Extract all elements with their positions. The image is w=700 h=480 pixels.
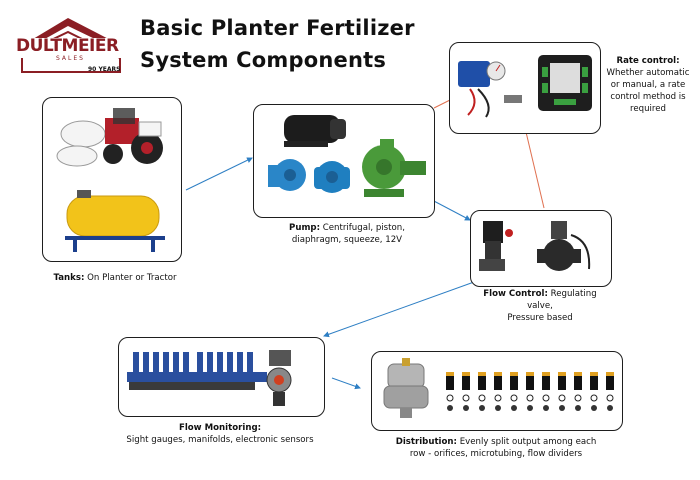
pump-caption: Pump: Centrifugal, piston, diaphragm, sq…: [262, 222, 432, 246]
flow-control-label: Flow Control:: [483, 289, 548, 299]
pump-label: Pump:: [289, 223, 321, 233]
title-line-1: Basic Planter Fertilizer: [140, 16, 415, 40]
rate-control-text-2: or manual, a rate: [610, 80, 686, 90]
distribution-box: [371, 351, 623, 431]
rate-control-label: Rate control:: [616, 56, 680, 66]
distribution-text-1: Evenly split output among each: [459, 437, 597, 447]
pump-text-2: diaphragm, squeeze, 12V: [291, 235, 403, 245]
flow-control-caption: Flow Control: Regulating valve, Pressure…: [470, 288, 610, 324]
rate-control-illustration: [458, 55, 592, 118]
pump-box: [253, 104, 435, 218]
orifices: [446, 372, 614, 411]
flow-monitoring-text: Sight gauges, manifolds, electronic sens…: [126, 435, 314, 445]
flow-monitoring-box: [118, 337, 325, 417]
logo-brand: DULTMEIER: [16, 36, 119, 56]
arrow-monitoring-to-distribution: [331, 377, 361, 390]
distribution-illustration: [383, 358, 614, 418]
pump-illustration: [268, 115, 426, 197]
logo: DULTMEIER SALES 90 YEARS: [10, 14, 134, 78]
rate-control-text-4: required: [629, 104, 666, 114]
tanks-illustration: [56, 108, 165, 252]
page-title: Basic Planter Fertilizer System Componen…: [140, 12, 415, 76]
flow-control-illustration: [479, 221, 591, 271]
distribution-text-2: row - orifices, microtubing, flow divide…: [409, 449, 583, 459]
distribution-label: Distribution:: [395, 437, 457, 447]
tanks-label: Tanks:: [53, 273, 85, 283]
title-line-2: System Components: [140, 48, 387, 72]
sight-gauges: [127, 352, 267, 390]
arrow-tanks-to-pump: [185, 157, 253, 191]
rate-control-text-3: control method is: [610, 92, 686, 102]
flow-monitoring-label: Flow Monitoring:: [178, 423, 262, 433]
tanks-box: [42, 97, 182, 262]
logo-graphic: [14, 18, 130, 73]
flow-control-text-2: Pressure based: [507, 313, 573, 323]
tanks-text: On Planter or Tractor: [87, 273, 177, 283]
distribution-caption: Distribution: Evenly split output among …: [376, 436, 616, 460]
tanks-caption: Tanks: On Planter or Tractor: [30, 272, 200, 284]
arrow-flow-control-to-monitoring: [323, 281, 475, 338]
arrow-pump-to-flow-control: [431, 199, 471, 221]
flow-control-text-1: Regulating valve,: [527, 289, 597, 311]
logo-sub: SALES: [56, 55, 85, 62]
rate-control-box: [449, 42, 601, 134]
flow-monitoring-illustration: [127, 350, 292, 406]
flow-control-box: [470, 210, 612, 287]
logo-years: 90 YEARS: [88, 66, 121, 73]
pump-text-1: Centrifugal, piston,: [322, 223, 405, 233]
flow-monitoring-caption: Flow Monitoring: Sight gauges, manifolds…: [120, 422, 320, 446]
rate-control-text-1: Whether automatic: [606, 68, 690, 78]
line-pump-to-rate-control: [433, 99, 451, 109]
line-rate-control-to-flow-control: [525, 131, 545, 209]
rate-control-caption: Rate control: Whether automatic or manua…: [600, 55, 696, 115]
